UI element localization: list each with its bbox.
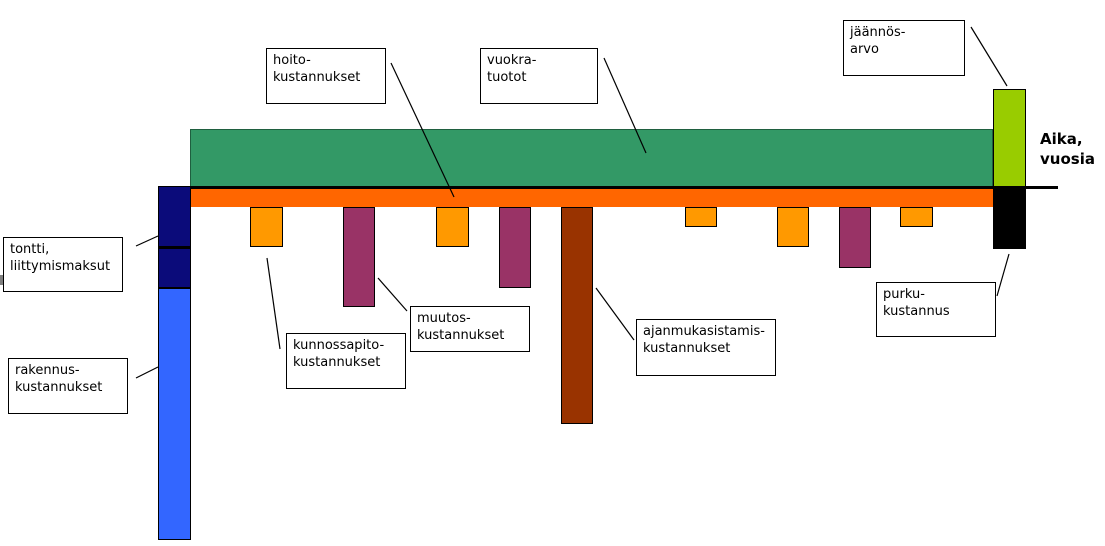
alteration-cost-bar xyxy=(839,207,871,268)
modernization-cost-bar xyxy=(561,207,593,424)
label-purku: purku- kustannus xyxy=(876,282,996,337)
leader-purku xyxy=(996,253,1010,297)
label-hoito: hoito- kustannukset xyxy=(266,48,386,104)
maintenance-cost-bar xyxy=(250,207,283,247)
leader-tontti xyxy=(135,235,159,247)
site-connection-fees-block xyxy=(158,186,191,288)
demolition-cost-block xyxy=(993,189,1026,249)
alteration-cost-bar xyxy=(343,207,375,307)
label-vuokra: vuokra- tuotot xyxy=(480,48,598,104)
leader-muutos xyxy=(377,277,408,312)
leader-ajanmukaistamis xyxy=(595,287,635,341)
label-jaannos: jäännös- arvo xyxy=(843,20,965,76)
label-ajanmukaistamis: ajanmukasistamis- kustannukset xyxy=(636,319,776,376)
label-kunnossapito: kunnossapito- kustannukset xyxy=(286,333,406,389)
leader-hoito xyxy=(390,62,455,198)
residual-value-block xyxy=(993,89,1026,188)
site-block-divider xyxy=(158,246,191,249)
maintenance-cost-bar xyxy=(900,207,933,227)
leader-jaannos xyxy=(970,26,1008,87)
maintenance-cost-bar xyxy=(436,207,469,247)
time-axis-line xyxy=(190,186,1058,189)
leader-kunnossapito xyxy=(266,257,281,350)
label-muutos: muutos- kustannukset xyxy=(410,306,530,352)
operating-costs-band xyxy=(190,189,993,207)
label-tontti: tontti, liittymismaksut xyxy=(3,237,123,292)
alteration-cost-bar xyxy=(499,207,531,288)
time-axis-label: Aika, vuosia xyxy=(1040,130,1095,168)
maintenance-cost-bar xyxy=(777,207,809,247)
maintenance-cost-bar xyxy=(685,207,717,227)
leader-vuokra xyxy=(603,57,647,154)
rental-income-block xyxy=(190,129,993,187)
label-rakennus: rakennus- kustannukset xyxy=(8,358,128,414)
construction-costs-block xyxy=(158,288,191,540)
leader-rakennus xyxy=(135,366,159,379)
